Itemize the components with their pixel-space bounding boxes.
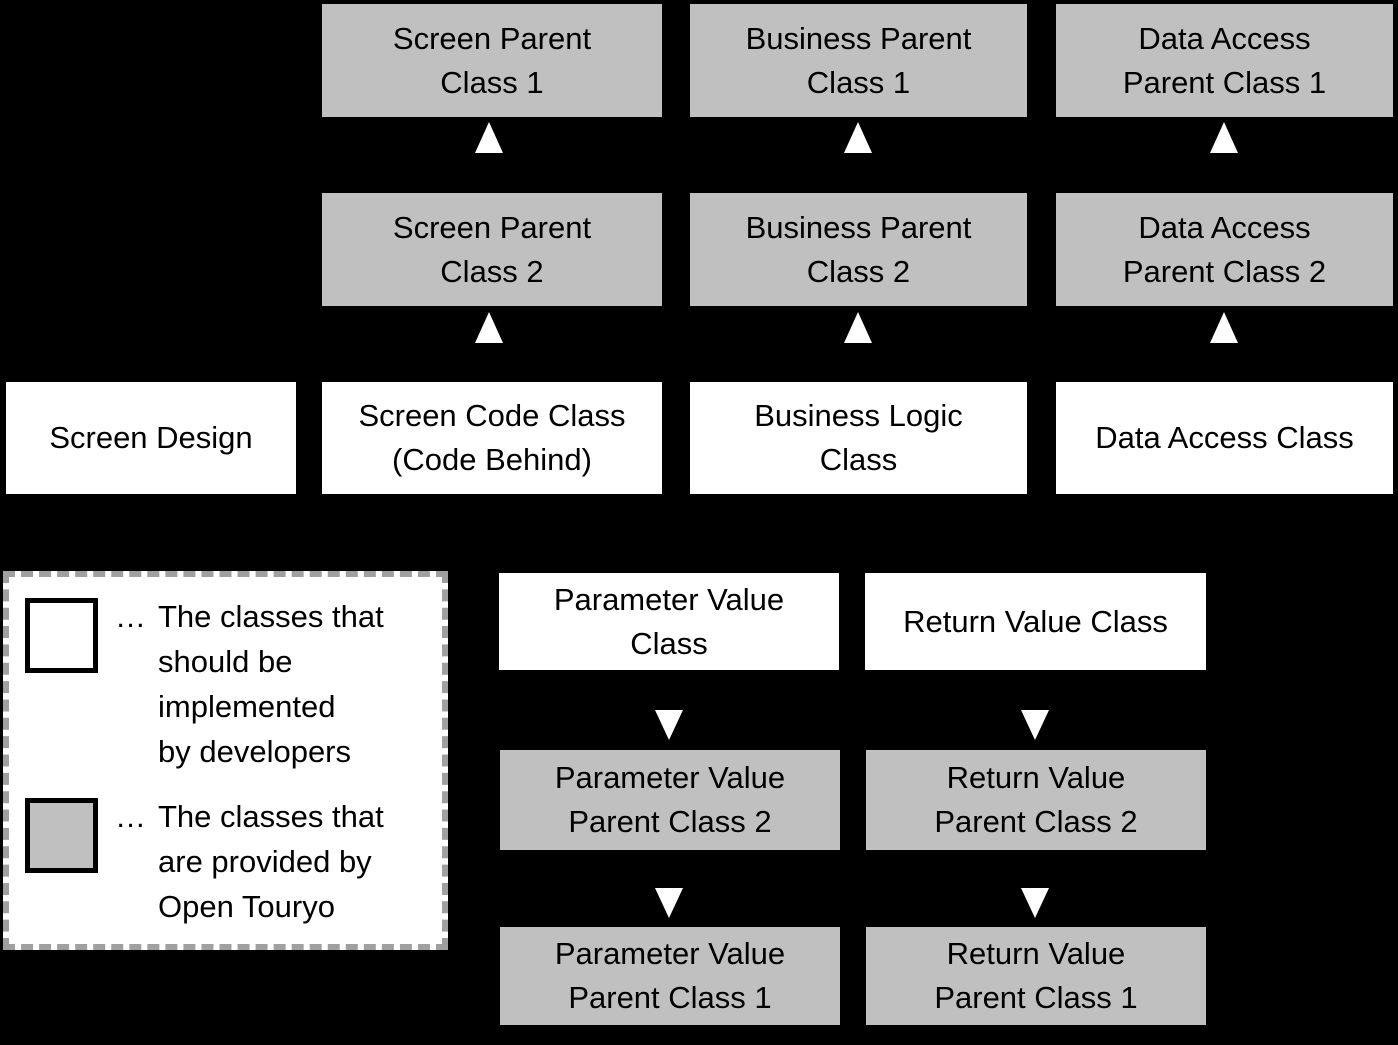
down-arrow-parameter-2 [655, 888, 683, 918]
box-label: Screen Parent Class 2 [392, 209, 592, 289]
box-label: Parameter Value Parent Class 1 [554, 936, 786, 1015]
box-data-access-parent-class-1: Data Access Parent Class 1 [1056, 4, 1393, 117]
box-label: Data Access Parent Class 1 [1122, 20, 1327, 100]
up-arrow-screen-1 [475, 122, 503, 153]
box-screen-design: Screen Design [6, 382, 296, 494]
down-arrow-return-2 [1021, 888, 1049, 918]
up-arrow-business-1 [844, 122, 872, 153]
box-parameter-value-parent-class-2: Parameter Value Parent Class 2 [500, 750, 840, 850]
down-arrow-parameter-1 [655, 710, 683, 740]
box-label: Data Access Class [1095, 420, 1354, 455]
box-label: Return Value Parent Class 1 [934, 936, 1138, 1015]
box-label: Data Access Parent Class 2 [1122, 209, 1327, 289]
legend-ellipsis: … [115, 599, 146, 634]
box-label: Screen Code Class (Code Behind) [358, 398, 626, 477]
box-label: Screen Design [49, 420, 253, 455]
legend-text: The classes that are provided by Open To… [158, 799, 384, 924]
box-parameter-value-parent-class-1: Parameter Value Parent Class 1 [500, 927, 840, 1025]
box-data-access-class: Data Access Class [1056, 382, 1393, 494]
box-label: Return Value Parent Class 2 [934, 760, 1138, 839]
box-business-parent-class-2: Business Parent Class 2 [690, 193, 1027, 306]
legend-text: The classes that should be implemented b… [158, 599, 384, 769]
box-label: Return Value Class [903, 603, 1168, 639]
box-parameter-value-class: Parameter Value Class [499, 573, 839, 670]
box-screen-code-class: Screen Code Class (Code Behind) [322, 382, 662, 494]
legend-swatch-gray [25, 798, 98, 873]
box-data-access-parent-class-2: Data Access Parent Class 2 [1056, 193, 1393, 306]
up-arrow-data-access-1 [1210, 122, 1238, 153]
down-arrow-return-1 [1021, 710, 1049, 740]
legend-swatch-white [25, 598, 98, 673]
box-return-value-parent-class-2: Return Value Parent Class 2 [866, 750, 1206, 850]
legend-item-developer-classes: … The classes that should be implemented… [25, 598, 384, 774]
box-business-parent-class-1: Business Parent Class 1 [690, 4, 1027, 117]
up-arrow-data-access-2 [1210, 312, 1238, 343]
legend-item-provided-classes: … The classes that are provided by Open … [25, 798, 384, 929]
box-business-logic-class: Business Logic Class [690, 382, 1027, 494]
box-return-value-parent-class-1: Return Value Parent Class 1 [866, 927, 1206, 1025]
up-arrow-business-2 [844, 312, 872, 343]
box-label: Screen Parent Class 1 [392, 20, 592, 100]
box-label: Business Logic Class [754, 398, 963, 477]
box-label: Parameter Value Parent Class 2 [554, 760, 786, 839]
box-label: Business Parent Class 2 [745, 209, 972, 289]
legend: … The classes that should be implemented… [3, 571, 448, 950]
box-return-value-class: Return Value Class [865, 573, 1206, 670]
legend-ellipsis: … [115, 799, 146, 834]
box-screen-parent-class-2: Screen Parent Class 2 [322, 193, 662, 306]
box-label: Parameter Value Class [553, 581, 785, 661]
up-arrow-screen-2 [475, 312, 503, 343]
box-label: Business Parent Class 1 [745, 20, 972, 100]
box-screen-parent-class-1: Screen Parent Class 1 [322, 4, 662, 117]
